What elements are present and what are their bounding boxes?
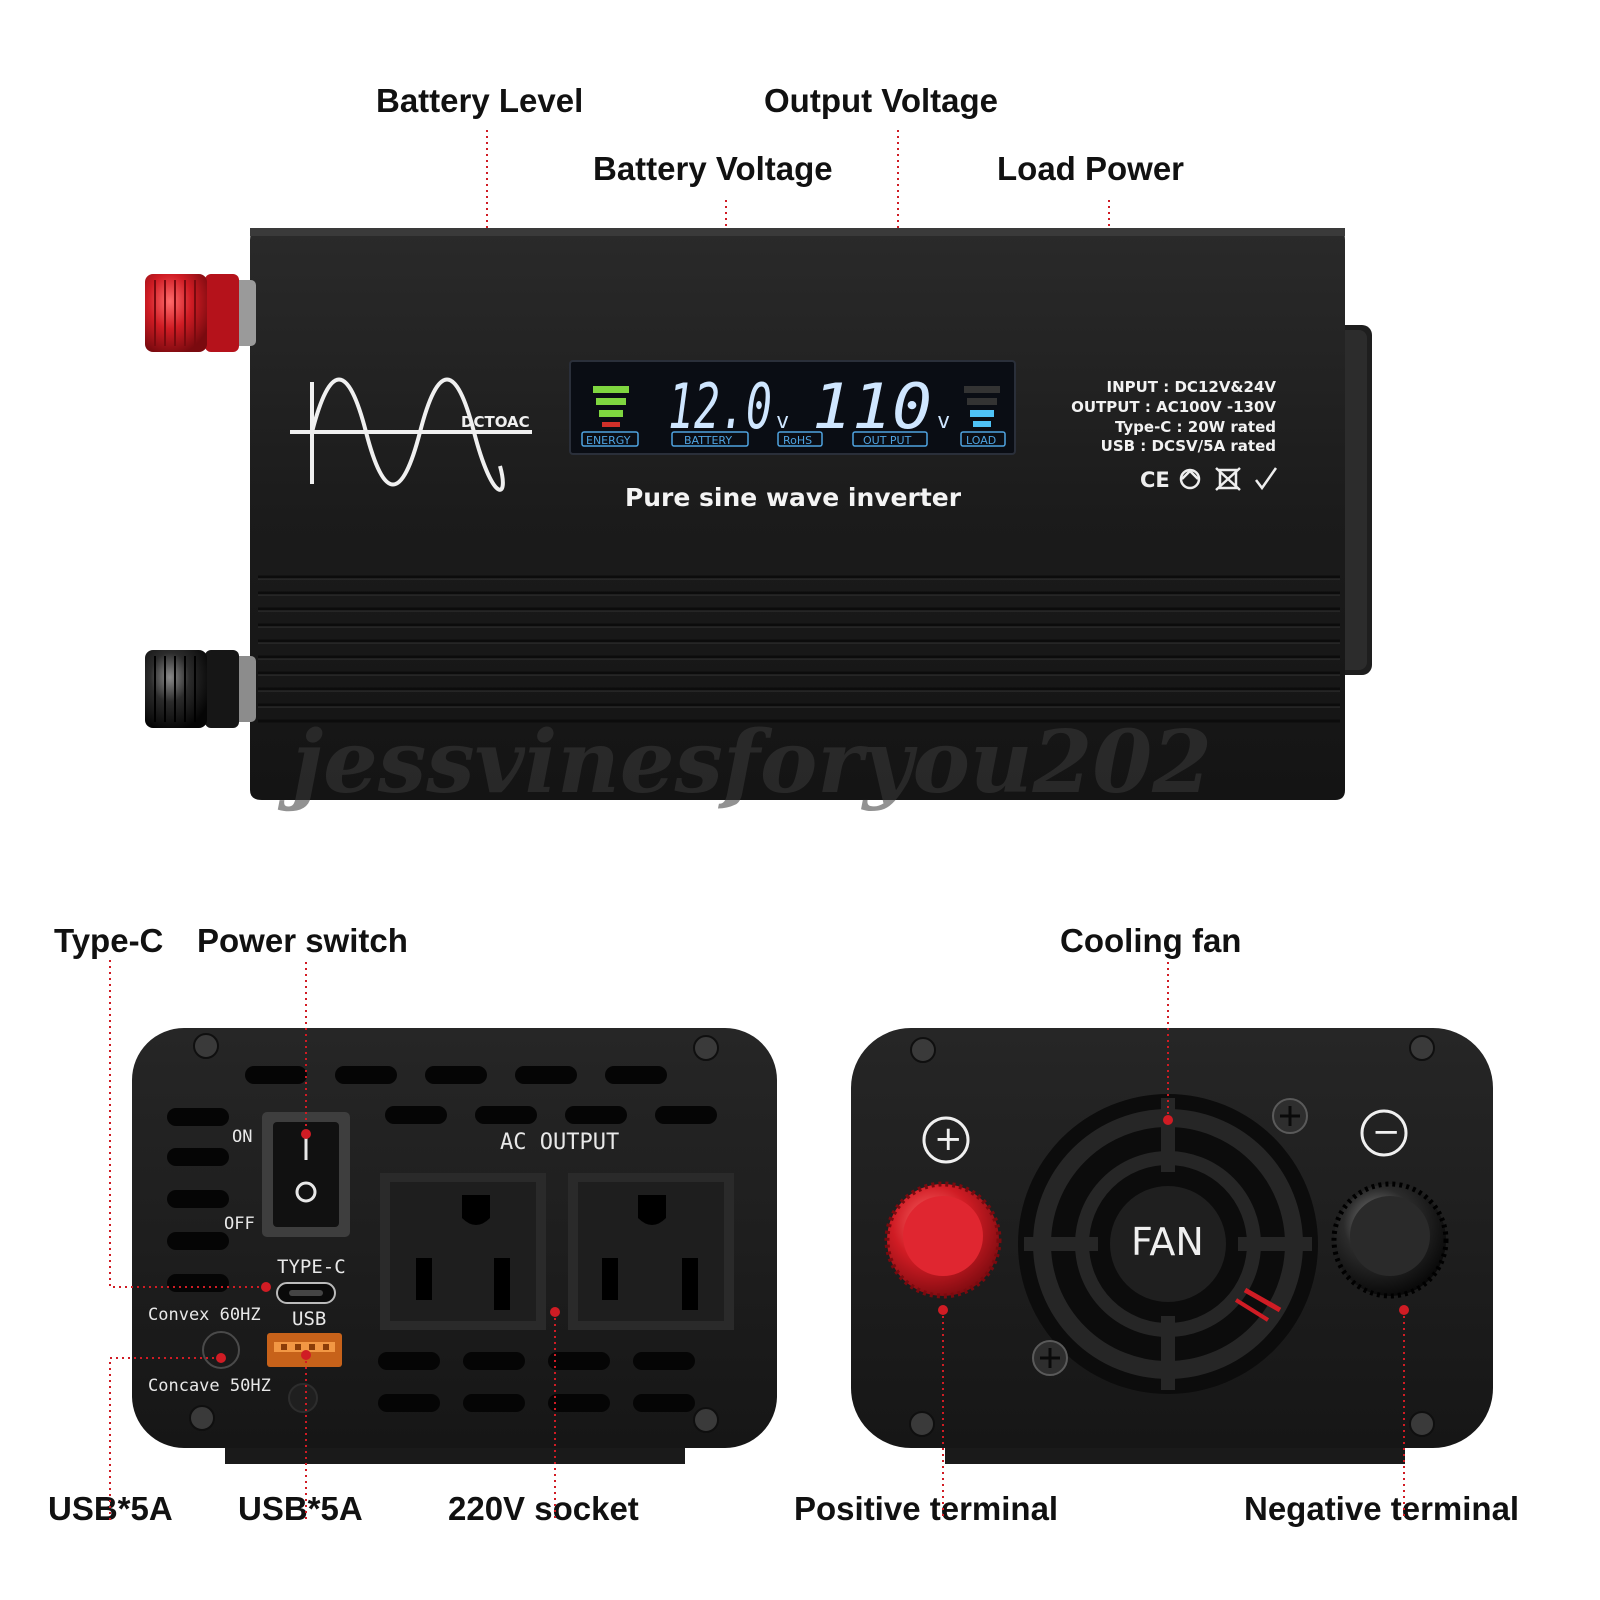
lcd-label-battery: BATTERY bbox=[684, 434, 732, 447]
minus-marker-circle bbox=[1360, 1109, 1408, 1157]
red-terminal-side bbox=[145, 274, 256, 352]
concave-50hz-label: Concave 50HZ bbox=[148, 1376, 271, 1396]
callout-cooling-fan: Cooling fan bbox=[1060, 922, 1242, 959]
type-c-port-label: TYPE-C bbox=[277, 1256, 346, 1278]
callout-load-power: Load Power bbox=[997, 150, 1185, 187]
callout-positive-terminal: Positive terminal bbox=[794, 1490, 1059, 1527]
ac-output-label: AC OUTPUT bbox=[500, 1130, 620, 1155]
minus-symbol: − bbox=[1372, 1112, 1401, 1152]
callout-usb-right: USB*5A bbox=[238, 1490, 363, 1527]
svg-text:CE: CE bbox=[1140, 468, 1170, 492]
callout-220v-socket: 220V socket bbox=[448, 1490, 639, 1527]
callout-type-c: Type-C bbox=[54, 922, 164, 959]
usb-port[interactable] bbox=[267, 1333, 342, 1367]
callout-power-switch: Power switch bbox=[197, 922, 408, 959]
spec-output: OUTPUT : AC100V -130V bbox=[1071, 398, 1276, 416]
switch-off-label: OFF bbox=[224, 1214, 255, 1234]
dc-input-panel bbox=[851, 962, 1493, 1520]
convex-60hz-label: Convex 60HZ bbox=[148, 1305, 261, 1325]
lcd-battery-voltage: 12.0 bbox=[668, 370, 772, 443]
callout-usb-left: USB*5A bbox=[48, 1490, 173, 1527]
plus-marker-circle bbox=[922, 1116, 970, 1164]
type-c-port[interactable] bbox=[276, 1282, 336, 1304]
black-terminal-side bbox=[145, 650, 256, 728]
plus-symbol: + bbox=[934, 1119, 963, 1159]
usb-port-label: USB bbox=[292, 1308, 327, 1330]
callout-negative-terminal: Negative terminal bbox=[1244, 1490, 1520, 1527]
spec-type-c: Type-C : 20W rated bbox=[1114, 418, 1276, 436]
fan-label: FAN bbox=[1131, 1220, 1204, 1264]
panel-screws bbox=[189, 1033, 719, 1433]
product-name: Pure sine wave inverter bbox=[625, 483, 962, 512]
switch-on-label: ON bbox=[232, 1127, 253, 1147]
lcd-display: 12.0 v 110 v ENERGY BATTERY RoHS OUT PUT… bbox=[569, 360, 1016, 455]
callout-output-voltage: Output Voltage bbox=[764, 82, 999, 119]
lcd-label-load: LOAD bbox=[966, 434, 996, 447]
vent-slots bbox=[167, 1066, 717, 1412]
lcd-label-rohs: RoHS bbox=[783, 434, 812, 447]
power-switch[interactable] bbox=[262, 1112, 350, 1237]
positive-terminal-knob[interactable] bbox=[884, 1181, 1002, 1299]
ac-socket-2[interactable] bbox=[568, 1173, 734, 1330]
brand-text: DCTOAC bbox=[461, 413, 530, 431]
callout-battery-level: Battery Level bbox=[376, 82, 584, 119]
lcd-unit-1: v bbox=[776, 409, 789, 434]
negative-terminal-knob[interactable] bbox=[1331, 1181, 1449, 1299]
sine-wave-logo bbox=[290, 377, 532, 492]
lcd-unit-2: v bbox=[937, 409, 950, 434]
spec-block: INPUT : DC12V&24V OUTPUT : AC100V -130V … bbox=[1071, 378, 1277, 458]
ac-socket-1[interactable] bbox=[380, 1173, 546, 1330]
callout-battery-voltage: Battery Voltage bbox=[593, 150, 833, 187]
spec-usb: USB : DCSV/5A rated bbox=[1100, 437, 1276, 455]
heatsink-fins bbox=[258, 575, 1340, 723]
load-bars bbox=[964, 386, 1000, 427]
watermark: jessvinesforyou202 bbox=[277, 712, 1212, 813]
ac-output-panel bbox=[109, 960, 777, 1520]
inverter-top-view: DCTOAC 12.0 v 110 v ENER bbox=[145, 228, 1372, 813]
lcd-label-output: OUT PUT bbox=[863, 434, 912, 447]
lcd-label-energy: ENERGY bbox=[586, 434, 631, 447]
certification-icons: CE bbox=[1140, 467, 1278, 492]
spec-input: INPUT : DC12V&24V bbox=[1106, 378, 1277, 396]
energy-bars bbox=[593, 386, 629, 427]
lcd-output-voltage: 110 bbox=[812, 370, 932, 443]
